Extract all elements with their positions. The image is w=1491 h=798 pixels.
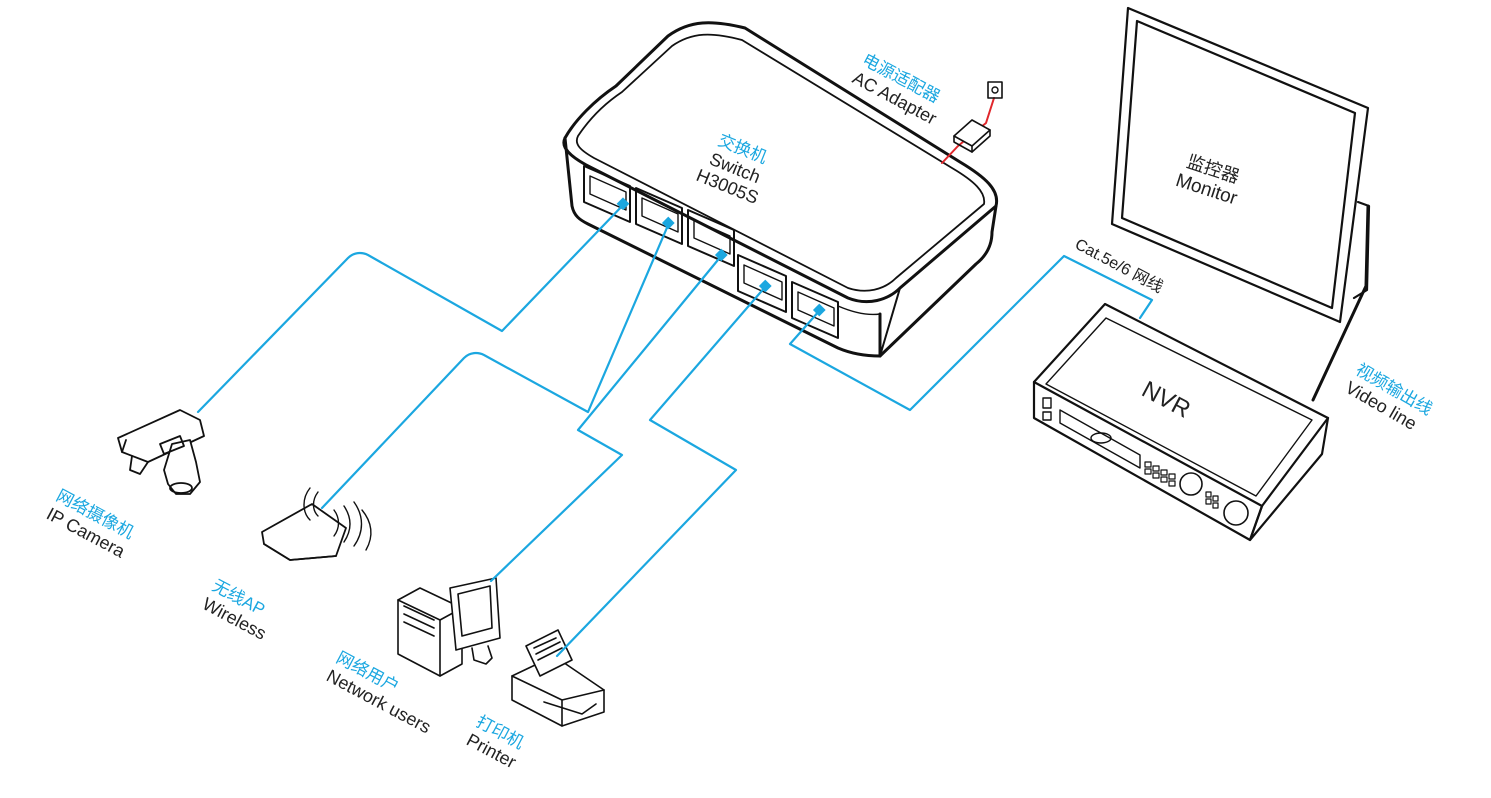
wireless-ap bbox=[261, 487, 372, 561]
printer bbox=[511, 629, 605, 727]
network-cables bbox=[196, 201, 1154, 658]
monitor bbox=[1110, 6, 1371, 402]
nvr bbox=[1032, 302, 1330, 542]
switch bbox=[562, 21, 999, 358]
ip-camera bbox=[117, 409, 205, 495]
network-user-pc bbox=[397, 577, 501, 677]
ac-adapter bbox=[941, 81, 1003, 164]
